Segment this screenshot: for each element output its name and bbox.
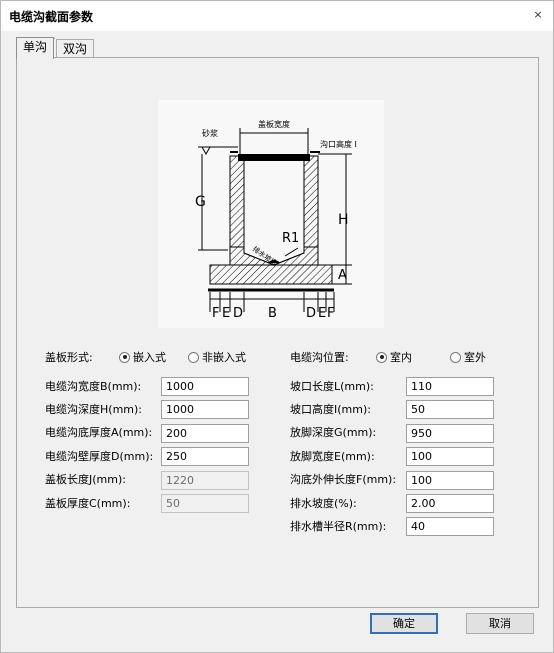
- dialog-title: 电缆沟截面参数: [9, 10, 94, 24]
- radio-indoor[interactable]: 室内: [376, 349, 412, 365]
- cover-thickness-input: [161, 494, 249, 513]
- radio-indoor-label: 室内: [390, 351, 412, 364]
- radio-outdoor-label: 室外: [464, 351, 486, 364]
- bottom-extension-label: 沟底外伸长度F(mm):: [290, 473, 397, 486]
- cancel-button[interactable]: 取消: [466, 613, 534, 634]
- tab-single-trench[interactable]: 单沟: [16, 37, 55, 59]
- drain-radius-input[interactable]: [406, 517, 494, 536]
- bottom-thickness-input[interactable]: [161, 424, 249, 443]
- close-icon[interactable]: ×: [533, 8, 543, 21]
- trench-depth-input[interactable]: [161, 400, 249, 419]
- label-bottom-E-right: E: [318, 306, 326, 321]
- trench-width-label: 电缆沟宽度B(mm):: [45, 380, 142, 393]
- radio-embedded[interactable]: 嵌入式: [119, 349, 166, 365]
- cross-section-drawing: 砂浆 盖板宽度 沟口高度 I G H A R1 排水坡度 F E D B D E…: [195, 119, 357, 321]
- cover-length-input: [161, 471, 249, 490]
- label-R1: R1: [282, 231, 299, 246]
- footing-depth-input[interactable]: [406, 424, 494, 443]
- radio-embedded-label: 嵌入式: [133, 351, 166, 364]
- label-bottom-D-left: D: [233, 306, 243, 321]
- radio-non-embedded[interactable]: 非嵌入式: [188, 349, 246, 365]
- label-bottom-F-left: F: [212, 306, 219, 321]
- ok-button[interactable]: 确定: [370, 613, 438, 634]
- drain-slope-label: 排水坡度(%):: [290, 497, 357, 510]
- drain-radius-label: 排水槽半径R(mm):: [290, 520, 387, 533]
- trench-width-input[interactable]: [161, 377, 249, 396]
- tab-double-trench[interactable]: 双沟: [56, 39, 95, 59]
- label-bottom-E-left: E: [222, 306, 230, 321]
- wall-thickness-input[interactable]: [161, 447, 249, 466]
- footing-width-label: 放脚宽度E(mm):: [290, 450, 375, 463]
- cover-form-label: 盖板形式:: [45, 351, 93, 364]
- label-H: H: [338, 212, 349, 228]
- radio-outdoor[interactable]: 室外: [450, 349, 486, 365]
- bottom-extension-input[interactable]: [406, 471, 494, 490]
- drain-slope-input[interactable]: [406, 494, 494, 513]
- label-bottom-D-right: D: [306, 306, 316, 321]
- slope-length-label: 坡口长度L(mm):: [290, 380, 374, 393]
- wall-thickness-label: 电缆沟壁厚度D(mm):: [45, 450, 154, 463]
- title-bar: 电缆沟截面参数 ×: [1, 1, 553, 31]
- footing-depth-label: 放脚深度G(mm):: [290, 426, 377, 439]
- label-A: A: [338, 268, 347, 283]
- slope-length-input[interactable]: [406, 377, 494, 396]
- radio-outdoor-indicator[interactable]: [450, 351, 461, 363]
- radio-non-embedded-label: 非嵌入式: [202, 351, 246, 364]
- cover-length-label: 盖板长度J(mm):: [45, 473, 126, 486]
- label-G: G: [195, 194, 206, 210]
- radio-non-embedded-indicator[interactable]: [188, 351, 199, 363]
- footing-width-input[interactable]: [406, 447, 494, 466]
- radio-indoor-indicator[interactable]: [376, 351, 387, 363]
- bottom-thickness-label: 电缆沟底厚度A(mm):: [45, 426, 153, 439]
- cover-thickness-label: 盖板厚度C(mm):: [45, 497, 131, 510]
- label-slope-height: 沟口高度 I: [320, 139, 357, 149]
- label-mortar: 砂浆: [202, 128, 218, 138]
- ground-level-icon: [201, 146, 211, 156]
- trench-position-label: 电缆沟位置:: [290, 351, 349, 364]
- slope-height-label: 坡口高度I(mm):: [290, 403, 371, 416]
- cross-section-diagram: 砂浆 盖板宽度 沟口高度 I G H A R1 排水坡度 F E D B D E…: [158, 100, 384, 328]
- label-bottom-F-right: F: [327, 306, 334, 321]
- slope-height-input[interactable]: [406, 400, 494, 419]
- trench-depth-label: 电缆沟深度H(mm):: [45, 403, 142, 416]
- radio-embedded-indicator[interactable]: [119, 351, 130, 363]
- label-cover-width: 盖板宽度: [258, 119, 290, 129]
- label-bottom-B: B: [268, 306, 277, 321]
